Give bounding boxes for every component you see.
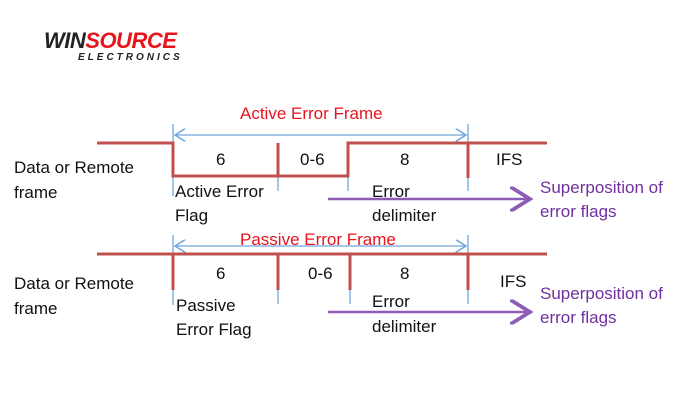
active-delimiter-label-2: delimiter <box>372 206 437 225</box>
passive-segment-0-6: 0-6 <box>308 264 333 283</box>
passive-flag-label-2: Error Flag <box>176 320 252 339</box>
passive-delimiter-label-1: Error <box>372 292 410 311</box>
passive-left-label-1: Data or Remote <box>14 274 134 293</box>
passive-segment-ifs: IFS <box>500 272 527 291</box>
active-delimiter-label-1: Error <box>372 182 410 201</box>
passive-segment-6: 6 <box>216 264 226 283</box>
passive-delimiter-label-2: delimiter <box>372 317 437 336</box>
active-signal-line <box>97 141 547 178</box>
active-frame-title: Active Error Frame <box>240 104 383 123</box>
active-left-label-2: frame <box>14 183 58 202</box>
passive-frame-title: Passive Error Frame <box>240 230 396 249</box>
active-left-label-1: Data or Remote <box>14 158 134 177</box>
active-segment-6: 6 <box>216 150 226 169</box>
active-segment-ifs: IFS <box>496 150 523 169</box>
logo-subtitle: ELECTRONICS <box>78 52 183 63</box>
active-flag-label-1: Active Error <box>175 182 264 201</box>
passive-flag-label-1: Passive <box>176 296 236 315</box>
active-superposition-1: Superposition of <box>540 178 663 197</box>
active-segment-0-6: 0-6 <box>300 150 325 169</box>
logo: WINSOURCE <box>44 28 177 54</box>
passive-superposition-2: error flags <box>540 308 617 327</box>
logo-win: WIN <box>44 28 86 53</box>
active-flag-label-2: Flag <box>175 206 209 225</box>
passive-left-label-2: frame <box>14 299 58 318</box>
passive-segment-8: 8 <box>400 264 410 283</box>
active-segment-8: 8 <box>400 150 410 169</box>
passive-superposition-1: Superposition of <box>540 284 663 303</box>
active-superposition-2: error flags <box>540 202 617 221</box>
logo-source: SOURCE <box>85 28 177 53</box>
